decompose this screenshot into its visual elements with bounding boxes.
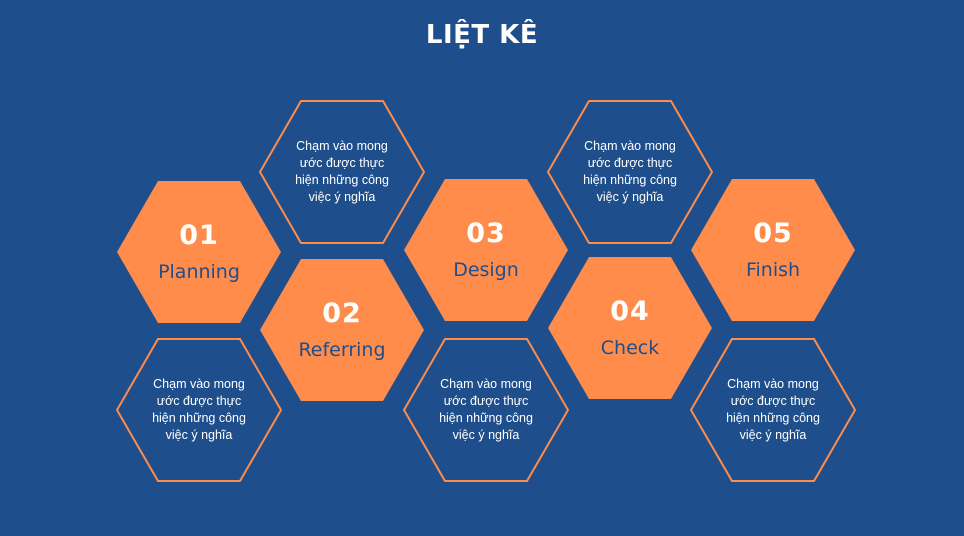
step-hexagon-planning: 01 Planning [116, 180, 282, 324]
description-text: Chạm vào mong ước được thực hiện những c… [295, 139, 389, 204]
step-label: Planning [158, 261, 240, 283]
description-text: Chạm vào mong ước được thực hiện những c… [726, 377, 820, 442]
step-hexagon-referring: 02 Referring [259, 258, 425, 402]
step-label: Finish [745, 259, 801, 281]
step-number: 01 [179, 220, 219, 251]
step-label: Check [600, 337, 660, 359]
step-label: Referring [298, 339, 386, 361]
step-label: Design [453, 259, 519, 281]
step-number: 03 [466, 218, 506, 249]
step-hexagon-design: 03 Design [403, 178, 569, 322]
description-text: Chạm vào mong ước được thực hiện những c… [152, 377, 246, 442]
step-hexagon-check: 04 Check [547, 256, 713, 400]
page-title: LIỆT KÊ [425, 20, 539, 50]
step-number: 05 [753, 218, 793, 249]
description-hexagon-5: Chạm vào mong ước được thực hiện những c… [689, 338, 857, 482]
description-text: Chạm vào mong ước được thực hiện những c… [583, 139, 677, 204]
description-text: Chạm vào mong ước được thực hiện những c… [439, 377, 533, 442]
description-hexagon-1: Chạm vào mong ước được thực hiện những c… [258, 100, 426, 244]
step-hexagon-finish: 05 Finish [690, 178, 856, 322]
step-number: 04 [610, 296, 650, 327]
description-hexagon-2: Chạm vào mong ước được thực hiện những c… [546, 100, 714, 244]
step-number: 02 [322, 298, 362, 329]
description-hexagon-3: Chạm vào mong ước được thực hiện những c… [115, 338, 283, 482]
description-hexagon-4: Chạm vào mong ước được thực hiện những c… [402, 338, 570, 482]
